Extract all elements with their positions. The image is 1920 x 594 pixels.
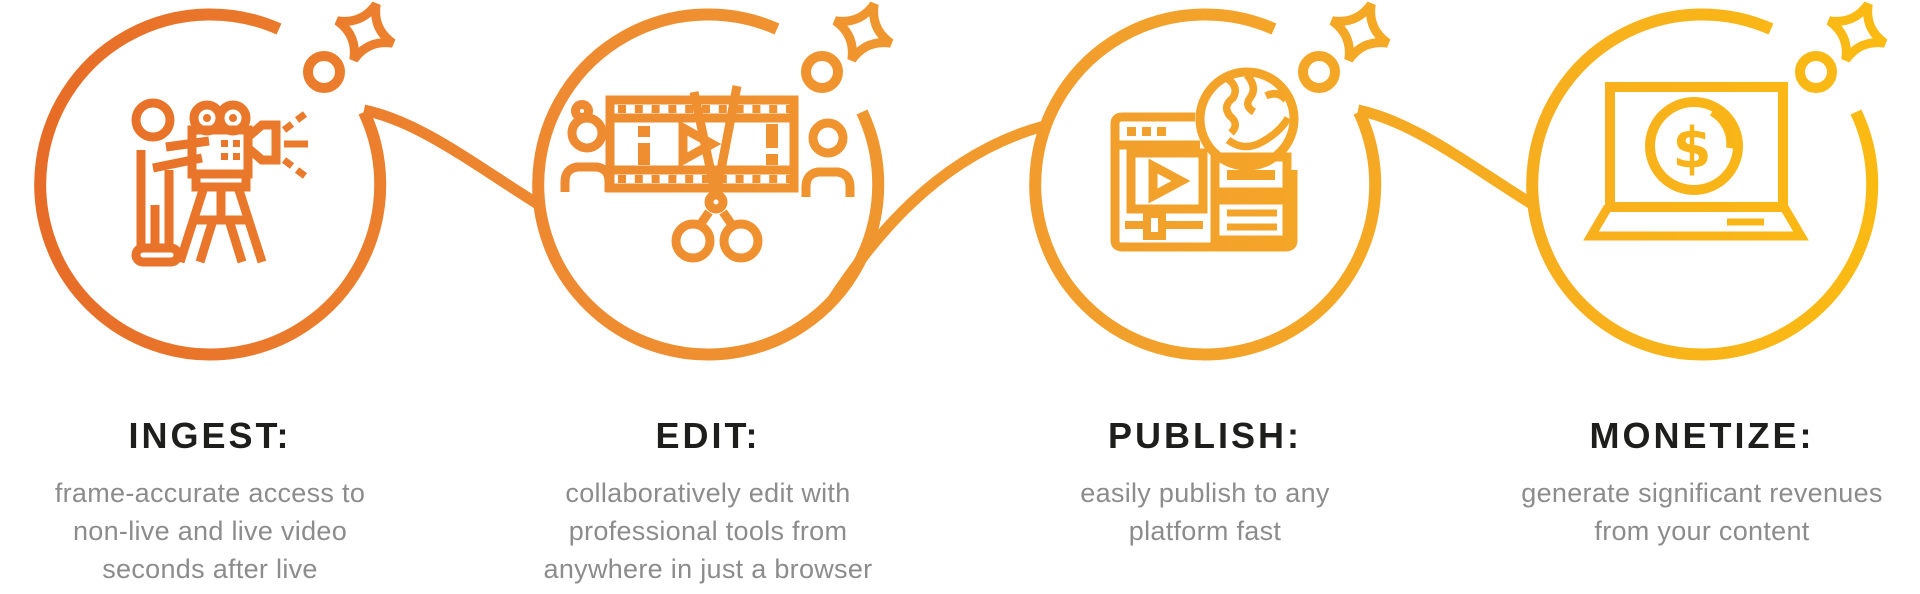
sparkle-icon: [832, 1, 894, 63]
camera-reel-hub: [229, 114, 237, 122]
content-item: [1210, 152, 1292, 197]
camera-operator-icon: [131, 98, 308, 267]
step-description-edit: collaboratively edit with professional t…: [543, 478, 873, 584]
tripod-legs: [175, 185, 267, 264]
connector-waves: [362, 104, 1538, 306]
monetize-circle: [1526, 8, 1879, 361]
browser-window: [1110, 155, 1298, 252]
browser-window-top: [1110, 112, 1198, 155]
editor-man-shoulders: [801, 167, 855, 197]
filmstrip-play-icon: [678, 120, 722, 168]
browser-dots: [1127, 127, 1166, 136]
editor-man-head: [808, 118, 848, 158]
sparkle-icon: [1826, 1, 1888, 63]
editor-woman-bun: [571, 100, 593, 122]
globe-continents: [1222, 72, 1292, 151]
content-item-lines: [1227, 209, 1277, 231]
camera-lens-cone: [245, 120, 281, 165]
person-body: [136, 150, 174, 248]
sparkles: [303, 1, 1888, 93]
wave-ingest-edit: [362, 104, 544, 211]
publish-circle: [1029, 8, 1382, 361]
dot-ring-icon: [1795, 51, 1837, 93]
editor-woman-shoulders: [560, 162, 614, 192]
filmstrip-scissors-icon: [560, 85, 855, 263]
scissors-handle: [719, 219, 763, 263]
filmstrip-clip-marks: [638, 124, 778, 165]
browser-globe-icon: [1110, 67, 1299, 252]
dot-ring-icon: [1298, 51, 1340, 93]
coin-swoosh: [1709, 108, 1735, 149]
step-title-monetize: MONETIZE:: [1589, 415, 1815, 456]
step-description-publish: easily publish to any platform fast: [1080, 478, 1330, 546]
step-description-monetize: generate significant revenues from your …: [1521, 478, 1883, 546]
player-slider-knob: [1143, 210, 1166, 240]
dot-ring-icon: [303, 51, 345, 93]
wave-edit-publish: [826, 120, 1046, 306]
coin-circle: [1645, 97, 1743, 195]
camera-light-rays: [281, 111, 308, 179]
page-title: INGEST:: [128, 415, 292, 456]
scissors-pivot: [704, 190, 728, 214]
globe-icon: [1195, 67, 1299, 171]
step-description-ingest: frame-accurate access to non-live and li…: [54, 478, 366, 584]
video-player: [1126, 148, 1208, 214]
step-title-ingest: INGEST:: [45, 416, 375, 456]
camera-body: [187, 125, 253, 179]
tripod-plate: [191, 169, 251, 192]
camera-grid: [221, 140, 240, 160]
laptop-base: [1583, 204, 1809, 241]
camera-reel-hub: [203, 114, 211, 122]
sparkle-icon: [1329, 1, 1391, 63]
dot-ring-icon: [801, 51, 843, 93]
editor-woman-head: [567, 113, 607, 153]
player-play-icon: [1148, 158, 1191, 204]
sparkle-icon: [334, 1, 396, 63]
content-item: [1210, 195, 1292, 245]
filmstrip-frame: [605, 95, 799, 193]
dollar-glyph: $: [1673, 116, 1712, 181]
laptop-dollar-coin-icon: $: [1583, 82, 1809, 241]
ingest-circle: [34, 8, 387, 361]
step-title-publish: PUBLISH:: [1108, 415, 1302, 456]
scissors-blades: [689, 85, 742, 197]
laptop-screen: [1605, 82, 1788, 212]
person-shoe: [131, 243, 183, 267]
person-head: [131, 98, 175, 142]
person-arm: [152, 136, 210, 173]
wave-publish-monetize: [1356, 104, 1538, 211]
step-title-edit: EDIT:: [655, 415, 761, 456]
scissors-handle: [671, 219, 715, 263]
